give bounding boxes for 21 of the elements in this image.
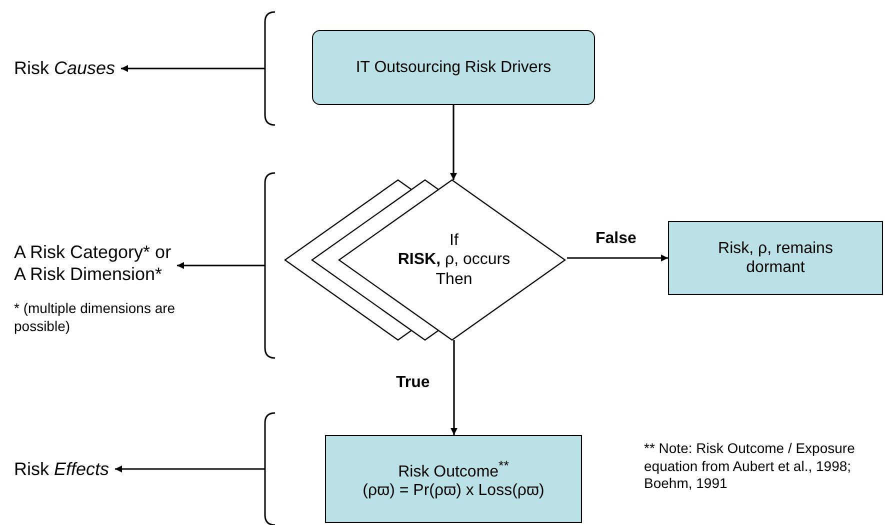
- condition-text: Then: [436, 270, 472, 289]
- arrow: [115, 466, 265, 472]
- side-label: Risk Causes: [14, 56, 116, 80]
- process-box: [325, 435, 582, 523]
- box-text: Risk, ρ, remains dormant: [717, 238, 834, 278]
- side-label: A Risk Category* or A Risk Dimension*: [14, 240, 172, 286]
- condition-text: If: [450, 231, 458, 250]
- condition-text: RISK, ρ, occurs: [398, 250, 510, 270]
- arrow: [177, 262, 265, 269]
- box-text: Risk Outcome$^{**}$: [398, 458, 509, 482]
- process-box: [312, 30, 595, 105]
- arrow: [567, 254, 668, 262]
- arrow: [450, 340, 458, 435]
- arrow: [121, 65, 265, 72]
- box-text: (ρϖ) = Pr(ρϖ) x Loss(ρϖ): [362, 481, 544, 500]
- process-box: [668, 221, 883, 295]
- side-label: Risk Effects: [14, 458, 110, 480]
- note-text: ** Note: Risk Outcome / Exposure equation from Aubert et al., 1998; Boehm, 1991: [644, 440, 856, 492]
- box-text: IT Outsourcing Risk Drivers: [356, 58, 552, 78]
- arrow: [450, 105, 457, 180]
- note-text: * (multiple dimensions are possible): [14, 300, 176, 335]
